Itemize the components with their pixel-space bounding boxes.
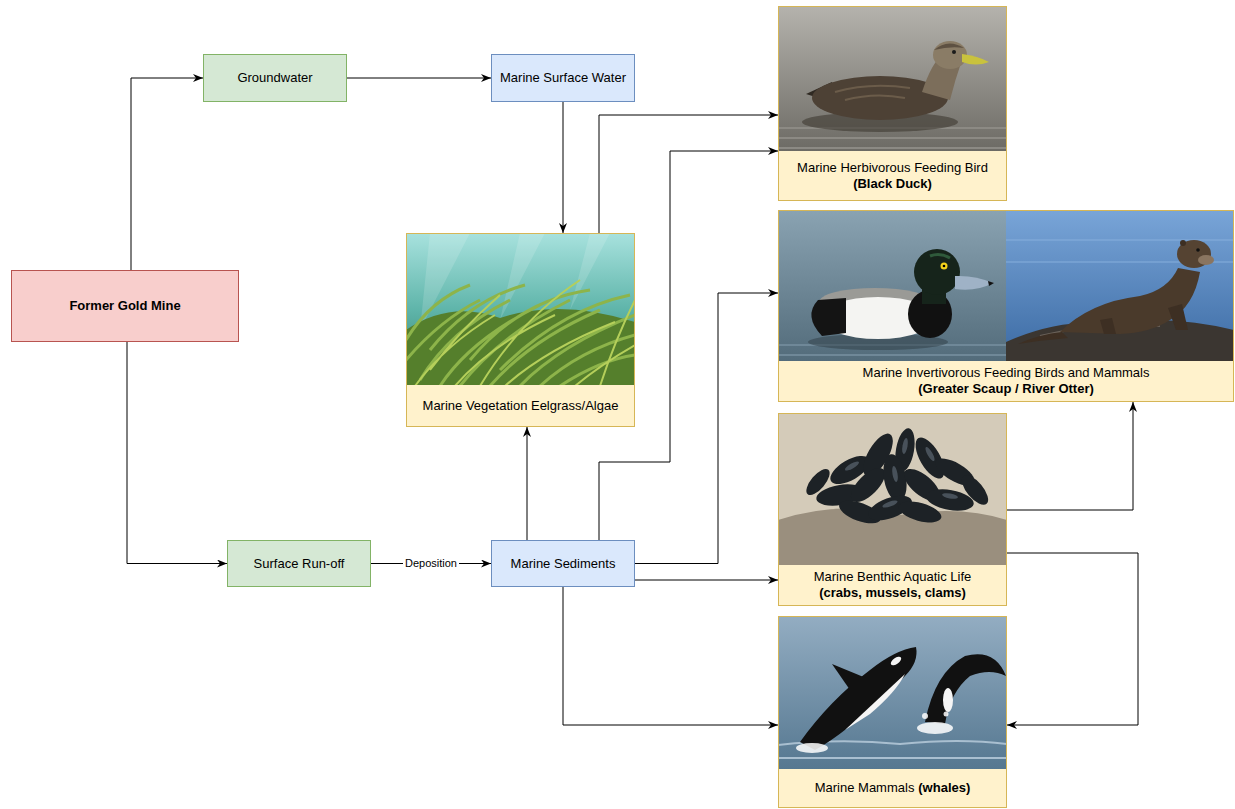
flow-arrow <box>127 342 227 564</box>
receptor-photo-box: Marine Herbivorous Feeding Bird(Black Du… <box>778 6 1007 201</box>
flow-arrow <box>1007 553 1138 725</box>
node-text: (Black Duck) <box>853 176 932 192</box>
scaup-rear <box>811 298 846 336</box>
node-text: (whales) <box>918 780 970 796</box>
mussel-cluster <box>802 427 992 528</box>
scaup-bill <box>955 276 993 290</box>
shell-highlights <box>844 438 958 509</box>
grass-blades-light <box>415 280 635 386</box>
node-text: Marine Invertivorous Feeding Birds and M… <box>863 365 1150 381</box>
otter-hind-leg <box>1100 318 1116 334</box>
duck-head <box>933 41 967 69</box>
pathway-box: Surface Run-off <box>227 540 371 587</box>
node-text: Marine Vegetation Eelgrass/Algae <box>423 398 619 414</box>
pathway-box: Groundwater <box>203 54 347 102</box>
mussel-photo <box>778 413 1007 566</box>
text-holder: Marine Surface Water <box>500 70 626 86</box>
scaup-pupil <box>943 265 946 268</box>
orca-eyepatch <box>889 655 902 667</box>
flow-arrow <box>1007 402 1133 510</box>
receptor-photo-box: Marine Vegetation Eelgrass/Algae <box>406 233 635 427</box>
scaup-photo <box>778 210 1006 362</box>
caption-band: Marine Vegetation Eelgrass/Algae <box>407 385 634 426</box>
node-text: Marine Mammals <box>815 780 915 796</box>
flow-arrow <box>563 587 778 725</box>
scaup-eye <box>941 263 948 270</box>
flow-arrow <box>563 102 564 233</box>
otter-eye <box>1196 248 1200 252</box>
text-holder: Former Gold Mine <box>69 298 180 314</box>
flow-arrow <box>131 78 203 270</box>
node-text: (crabs, mussels, clams) <box>819 585 966 601</box>
head-sheen <box>930 254 950 258</box>
duck-bill <box>962 54 989 65</box>
node-text: Marine Sediments <box>511 556 616 572</box>
duck-feathers <box>835 86 910 100</box>
node-text: Marine Benthic Aquatic Life <box>814 569 972 585</box>
rock-background <box>778 413 1007 566</box>
medium-box: Marine Surface Water <box>491 54 635 102</box>
receptor-photo-box: Marine Benthic Aquatic Life(crabs, musse… <box>778 413 1007 606</box>
text-holder: Groundwater <box>237 70 312 86</box>
orca-belly <box>845 674 905 730</box>
duck-eye <box>952 50 956 54</box>
text-holder: Marine Sediments <box>511 556 616 572</box>
eelgrass-photo <box>406 233 635 386</box>
text-holder: Surface Run-off <box>254 556 345 572</box>
flow-arrow <box>635 293 778 564</box>
scaup-head <box>914 249 960 295</box>
flow-arrow <box>599 115 778 233</box>
flow-arrow <box>527 427 528 540</box>
caption-band: Marine Mammals(whales) <box>779 769 1006 807</box>
otter-muzzle <box>1198 255 1214 265</box>
caption-band: Marine Herbivorous Feeding Bird(Black Du… <box>779 151 1006 200</box>
medium-box: Marine Sediments <box>491 540 635 587</box>
bill-nail <box>988 281 994 286</box>
flow-arrow <box>347 78 491 79</box>
node-text: (Greater Scaup / River Otter) <box>918 381 1094 397</box>
water-background <box>406 233 635 386</box>
splash <box>796 712 953 754</box>
otter-ear <box>1180 240 1186 246</box>
edge-label: Deposition <box>403 557 459 570</box>
water-background <box>778 6 1007 152</box>
otter-tail <box>1018 332 1068 344</box>
black-duck-photo <box>778 6 1007 152</box>
node-text: Former Gold Mine <box>69 298 180 314</box>
node-text: Marine Surface Water <box>500 70 626 86</box>
flow-arrow <box>635 580 778 581</box>
orca-photo <box>778 616 1007 770</box>
caption-band: Marine Invertivorous Feeding Birds and M… <box>779 361 1233 401</box>
receptor-photo-box: Marine Mammals(whales) <box>778 616 1007 808</box>
source-box: Former Gold Mine <box>11 270 239 342</box>
flow-arrow <box>599 151 778 540</box>
water-background <box>778 210 1006 362</box>
node-text: Marine Herbivorous Feeding Bird <box>797 160 988 176</box>
water-background <box>778 616 1007 770</box>
otter-leg <box>1168 304 1188 330</box>
node-text: Surface Run-off <box>254 556 345 572</box>
node-text: Groundwater <box>237 70 312 86</box>
orca-body-2 <box>925 654 1006 724</box>
otter-photo <box>1006 210 1234 362</box>
sea-surface <box>778 741 1007 758</box>
orca-belly-2 <box>943 688 953 712</box>
orca-body <box>800 647 917 750</box>
otter-body <box>1060 268 1200 334</box>
duck-crown <box>934 43 964 50</box>
water-background <box>1006 210 1234 362</box>
orca-fin <box>832 664 866 690</box>
grass-blades <box>406 285 635 386</box>
caption-band: Marine Benthic Aquatic Life(crabs, musse… <box>779 565 1006 605</box>
receptor-photo-box: Marine Invertivorous Feeding Birds and M… <box>778 210 1234 402</box>
